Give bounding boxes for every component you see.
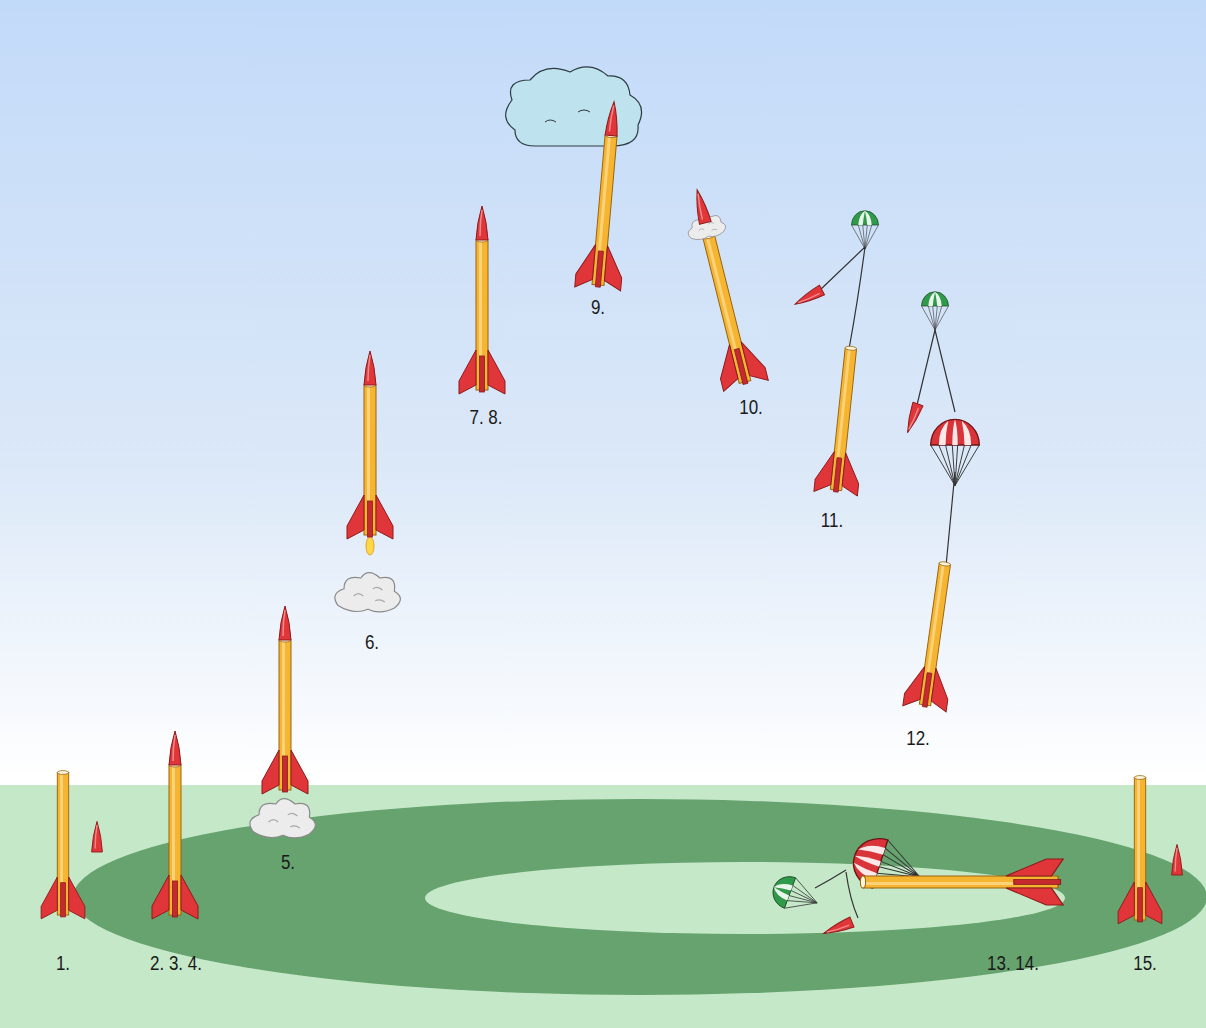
callout-number: 1.: [56, 953, 70, 973]
callout-number: 7. 8.: [469, 407, 502, 427]
callout-number: 6.: [365, 632, 379, 652]
callout-number: 9.: [591, 297, 605, 317]
callout-number: 11.: [821, 510, 843, 530]
callout-number: 12.: [906, 728, 930, 748]
callout-number: 10.: [739, 397, 763, 417]
callout-number: 15.: [1133, 953, 1157, 973]
callout-number: 2. 3. 4.: [150, 953, 202, 973]
callout-number: 13. 14.: [987, 953, 1039, 973]
callout-number: 5.: [281, 852, 295, 872]
